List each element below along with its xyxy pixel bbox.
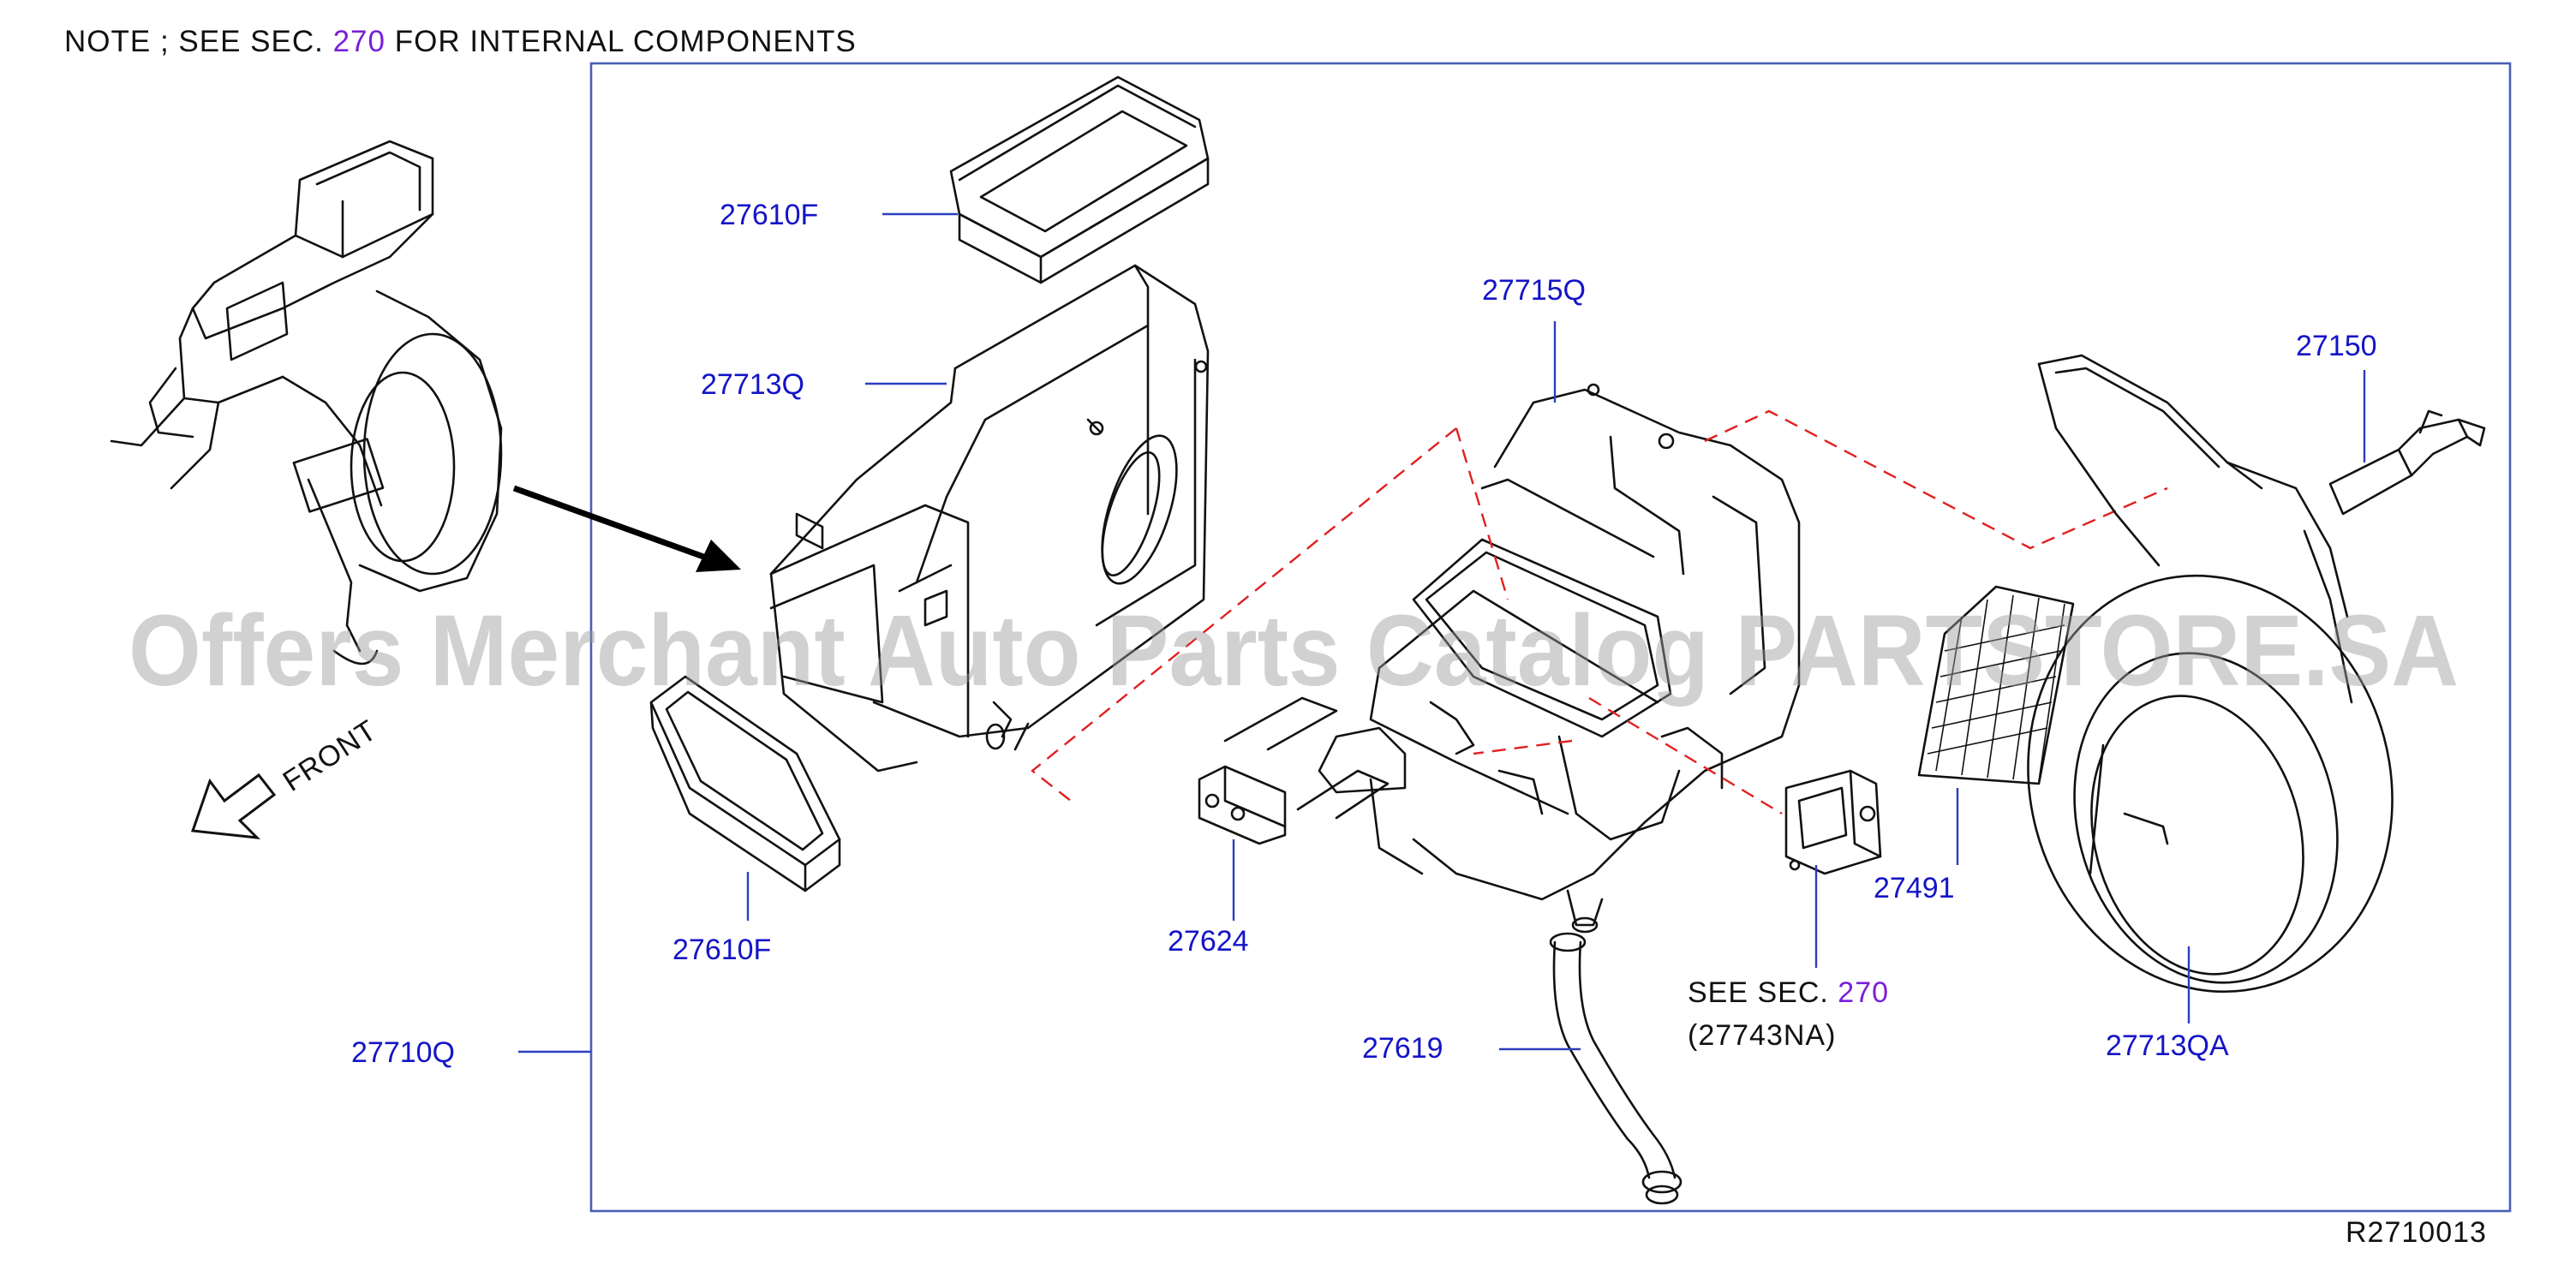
callout-dashed-right — [1704, 409, 2168, 550]
part-27743NA-actuator-drawing — [1784, 769, 1882, 875]
assembly-frame — [589, 62, 2512, 1213]
part-27150-drawing — [2328, 409, 2486, 516]
front-arrow-icon — [190, 773, 277, 839]
part-27713Q-drawing — [769, 264, 1210, 773]
see-section-link[interactable]: 270 — [1838, 976, 1889, 1009]
front-indicator: FRONT — [190, 713, 383, 839]
assembly-arrowhead — [696, 540, 741, 572]
callout-dashed-actuator — [1588, 696, 1783, 815]
part-27491-drawing — [1917, 585, 2075, 785]
callout-dashed-left-inner — [1455, 427, 1509, 600]
part-label-27624[interactable]: 27624 — [1168, 925, 1249, 958]
note-section-link[interactable]: 270 — [333, 25, 386, 58]
part-label-27150[interactable]: 27150 — [2296, 330, 2377, 362]
note-suffix: FOR INTERNAL COMPONENTS — [395, 25, 857, 58]
part-label-27713QA[interactable]: 27713QA — [2106, 1029, 2229, 1062]
part-label-27610F-bottom[interactable]: 27610F — [672, 934, 771, 966]
part-27619-drawing — [1549, 932, 1682, 1205]
see-section-line: SEE SEC. 270 — [1688, 976, 1889, 1009]
part-27610F-top-drawing — [949, 75, 1210, 284]
watermark: Offers Merchant Auto Parts Catalog PARTS… — [129, 594, 2459, 707]
part-label-27715Q[interactable]: 27715Q — [1482, 274, 1586, 307]
part-label-27610F-top[interactable]: 27610F — [720, 199, 818, 231]
callout-dashed-left — [1031, 427, 1457, 802]
callout-dashed-bracket — [1473, 739, 1573, 755]
see-section-prefix: SEE SEC. — [1688, 976, 1829, 1009]
part-label-27710Q[interactable]: 27710Q — [351, 1036, 455, 1069]
overview-unit-drawing — [110, 140, 503, 665]
note-prefix: NOTE ; SEE SEC. — [64, 25, 324, 58]
see-section-part: (27743NA) — [1688, 1019, 1836, 1052]
part-27610F-bottom-drawing — [649, 675, 841, 892]
assembly-arrow — [512, 485, 717, 564]
diagram-reference: R2710013 — [2346, 1216, 2487, 1249]
note-line: NOTE ; SEE SEC. 270 FOR INTERNAL COMPONE… — [64, 25, 857, 58]
part-label-27491[interactable]: 27491 — [1874, 872, 1955, 904]
part-label-27619[interactable]: 27619 — [1362, 1032, 1443, 1065]
part-27715Q-drawing — [1223, 383, 1801, 934]
part-27713QA-drawing — [2027, 354, 2394, 994]
part-27624-drawing — [1198, 765, 1287, 845]
part-label-27713Q[interactable]: 27713Q — [701, 368, 804, 401]
front-label: FRONT — [278, 713, 383, 797]
